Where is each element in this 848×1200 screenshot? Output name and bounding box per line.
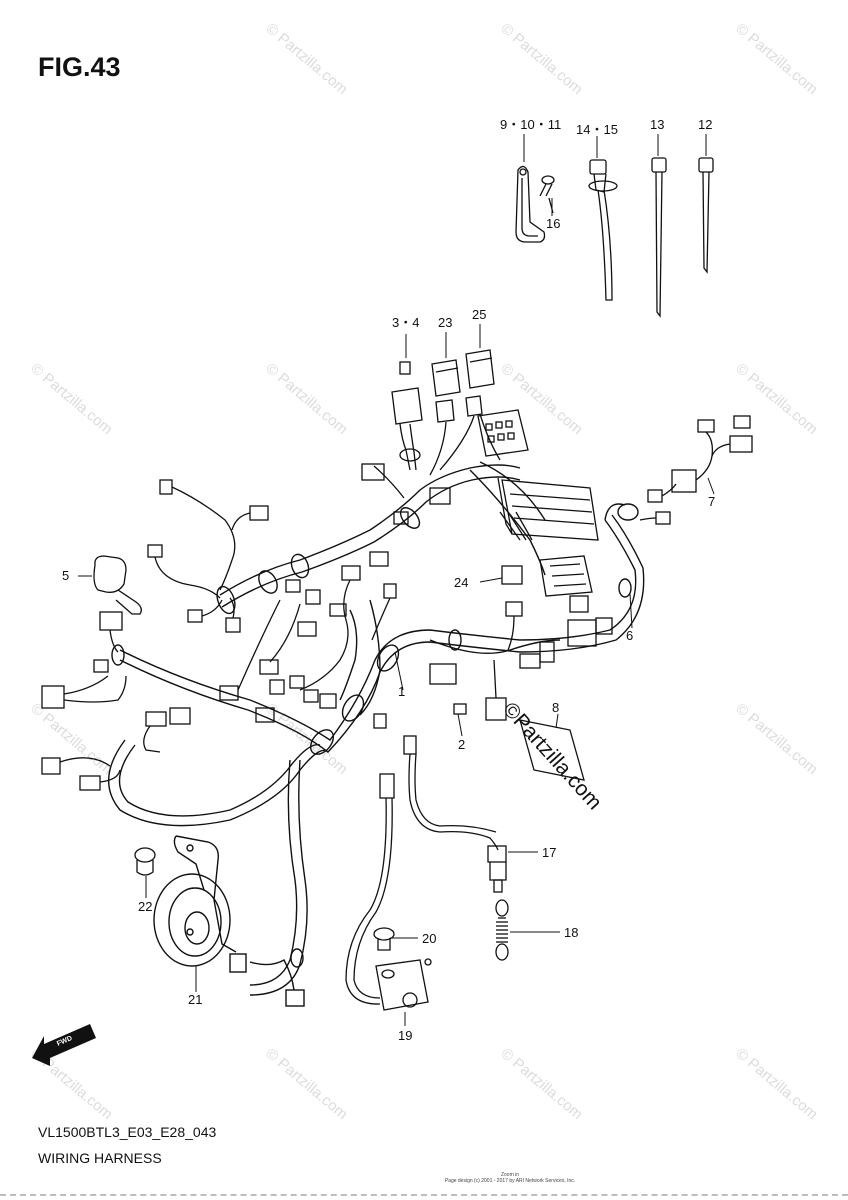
- watermark: © Partzilla.com: [497, 1045, 585, 1123]
- watermark: © Partzilla.com: [497, 360, 585, 438]
- callout-17[interactable]: 17: [542, 845, 556, 860]
- watermark: © Partzilla.com: [732, 1045, 820, 1123]
- fuse-box-connector[interactable]: [477, 409, 529, 457]
- relay-part[interactable]: [439, 349, 501, 471]
- callout-leaders: [78, 134, 715, 1026]
- callout-6[interactable]: 6: [626, 628, 633, 643]
- callout-8[interactable]: 8: [552, 700, 559, 715]
- bottom-divider: [0, 1194, 848, 1196]
- bolt-part[interactable]: [134, 847, 156, 876]
- callout-labels: 1 2 3・4 5 6 7 8 9・10・11 12 13 14・15 16 1…: [62, 117, 715, 1043]
- figure-title: FIG.43: [38, 52, 121, 82]
- relay-part[interactable]: [429, 359, 461, 476]
- callout-12[interactable]: 12: [698, 117, 712, 132]
- horn-part[interactable]: [153, 835, 305, 1007]
- side-stand-switch-part[interactable]: [345, 773, 432, 1011]
- figure-name: WIRING HARNESS: [38, 1150, 162, 1166]
- cable-tie-part[interactable]: [651, 157, 667, 318]
- connector-cluster-right[interactable]: [429, 415, 753, 721]
- cable-tie-part[interactable]: [698, 157, 714, 274]
- callout-9-10-11[interactable]: 9・10・11: [500, 117, 561, 132]
- watermark: © Partzilla.com: [732, 360, 820, 438]
- callout-22[interactable]: 22: [138, 899, 152, 914]
- callout-5[interactable]: 5: [62, 568, 69, 583]
- callout-24[interactable]: 24: [454, 575, 468, 590]
- callout-16[interactable]: 16: [546, 216, 560, 231]
- callout-14-15[interactable]: 14・15: [576, 122, 618, 137]
- footer-copyright: Page design (c) 2001 - 2017 by ARI Netwo…: [444, 1178, 576, 1184]
- watermark: © Partzilla.com: [27, 360, 115, 438]
- relay-part[interactable]: [391, 361, 423, 471]
- callout-2[interactable]: 2: [458, 737, 465, 752]
- callout-20[interactable]: 20: [422, 931, 436, 946]
- callout-13[interactable]: 13: [650, 117, 664, 132]
- watermark-layer: © Partzilla.com © Partzilla.com © Partzi…: [27, 20, 820, 1123]
- callout-19[interactable]: 19: [398, 1028, 412, 1043]
- callout-1[interactable]: 1: [398, 684, 405, 699]
- forward-arrow-icon: FWD: [32, 1024, 96, 1066]
- clamp-part[interactable]: [515, 165, 546, 243]
- callout-23[interactable]: 23: [438, 315, 452, 330]
- watermark: © Partzilla.com: [27, 700, 115, 778]
- watermark: © Partzilla.com: [732, 700, 820, 778]
- pad-part[interactable]: [519, 719, 585, 781]
- connector-cluster-left[interactable]: [41, 479, 269, 791]
- callout-18[interactable]: 18: [564, 925, 578, 940]
- model-code: VL1500BTL3_E03_E28_043: [38, 1124, 217, 1140]
- watermark: © Partzilla.com: [262, 20, 350, 98]
- watermark: © Partzilla.com: [262, 360, 350, 438]
- switch-sensor-part[interactable]: [403, 735, 509, 961]
- watermark: © Partzilla.com: [497, 20, 585, 98]
- callout-21[interactable]: 21: [188, 992, 202, 1007]
- footer-zoom-text[interactable]: Zoom in: [500, 1172, 520, 1178]
- watermark: © Partzilla.com: [732, 20, 820, 98]
- callout-3-4[interactable]: 3・4: [392, 315, 419, 330]
- callout-7[interactable]: 7: [708, 494, 715, 509]
- watermark: © Partzilla.com: [262, 1045, 350, 1123]
- cable-tie-mount-part[interactable]: [588, 159, 618, 301]
- ecm-connector-block[interactable]: [497, 477, 599, 541]
- watermark: © Partzilla.com: [262, 700, 350, 778]
- connector-cluster-center[interactable]: [219, 463, 451, 729]
- callout-25[interactable]: 25: [472, 307, 486, 322]
- partzilla-stamp: ©Partzilla.com: [498, 698, 606, 814]
- large-coupler-connector[interactable]: [539, 555, 593, 597]
